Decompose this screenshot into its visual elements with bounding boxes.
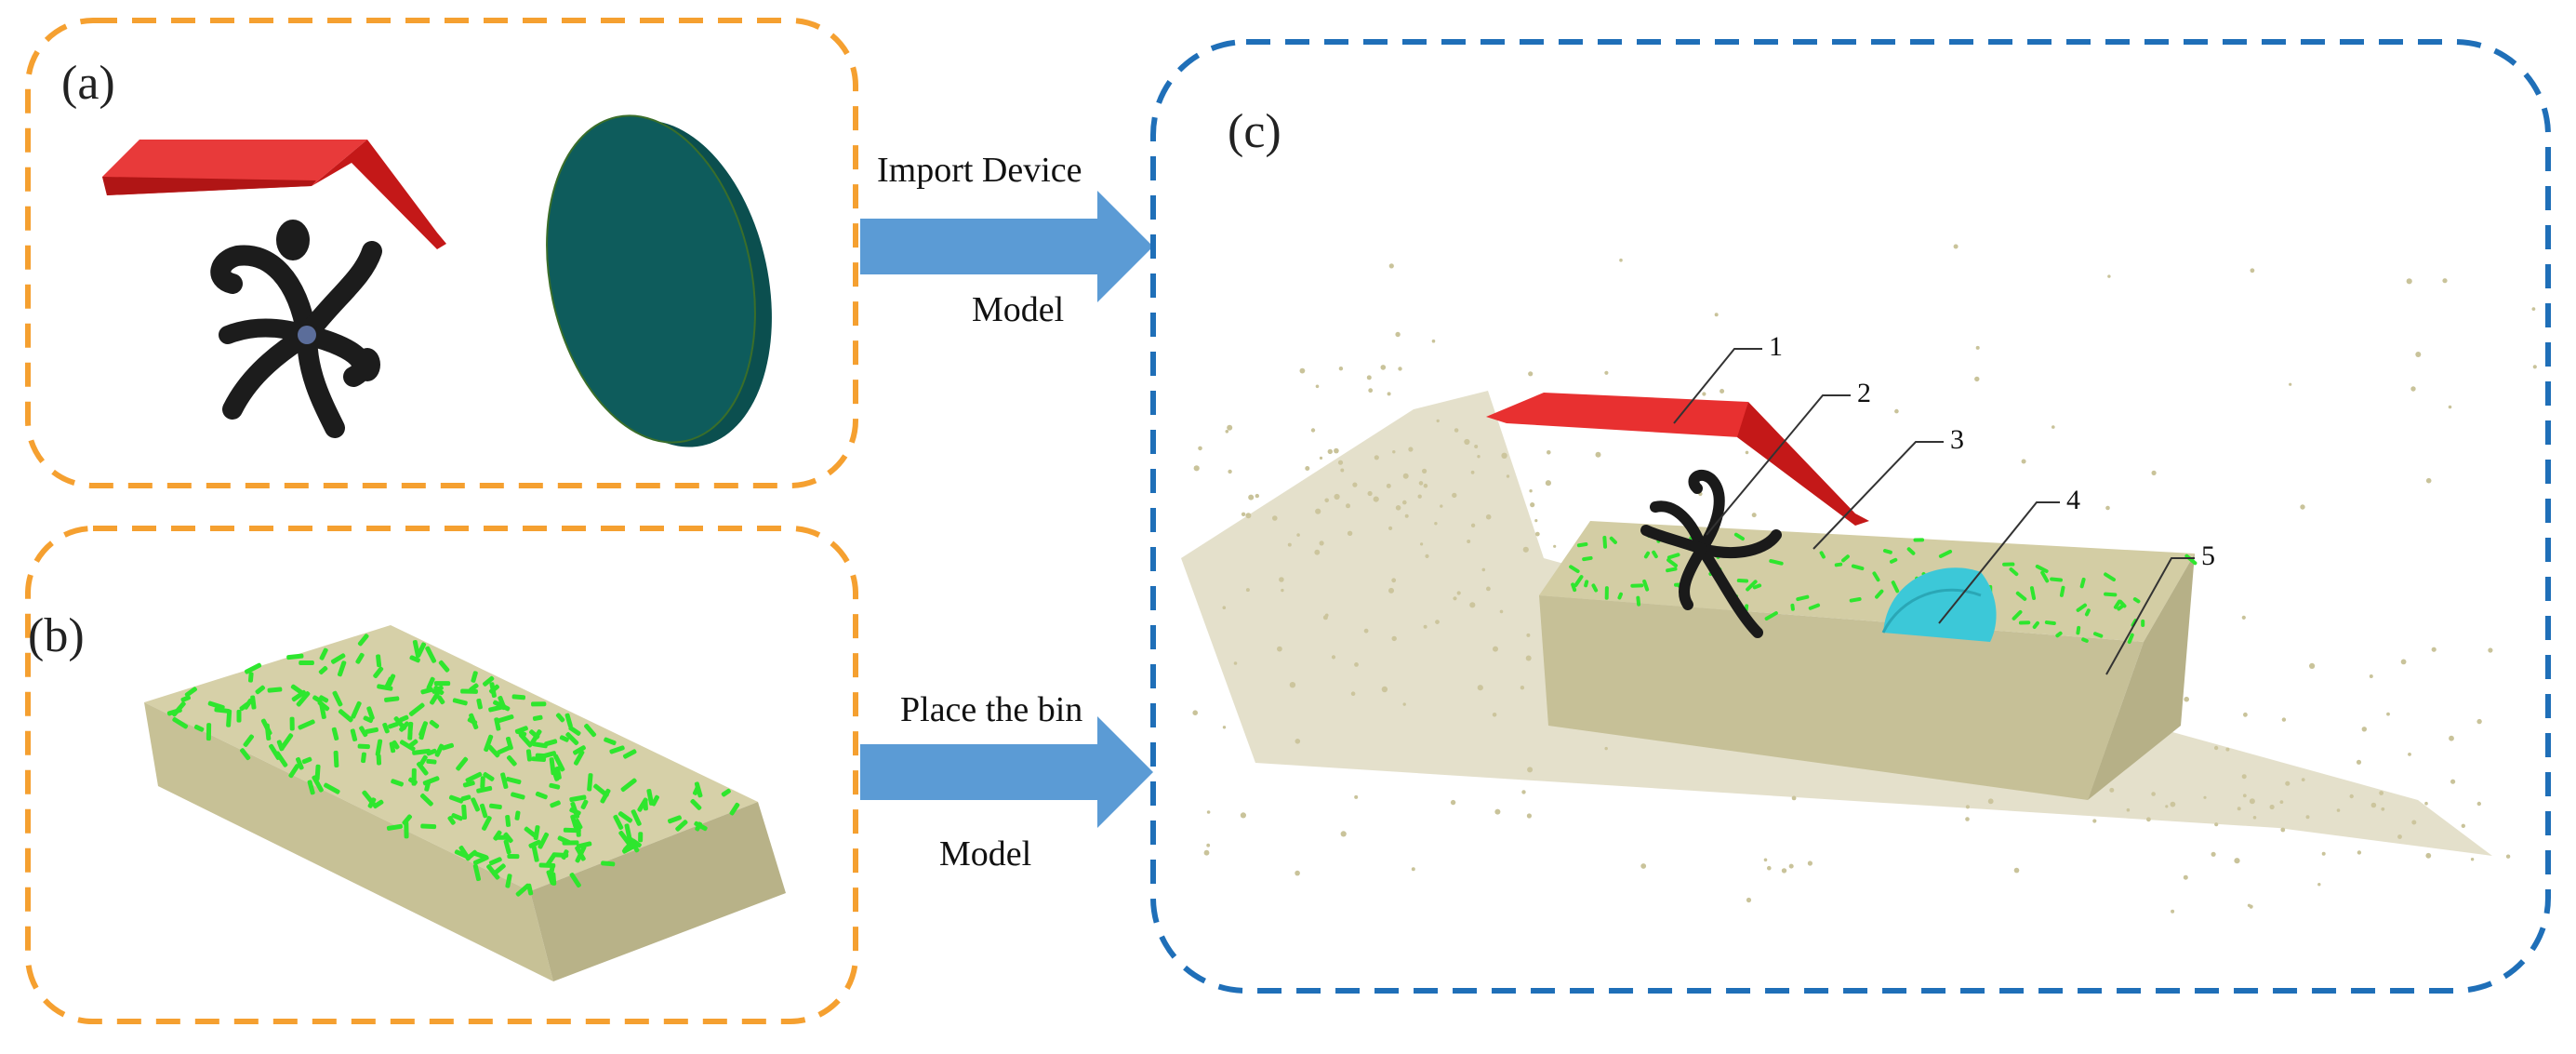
panel-a-label: (a) <box>61 57 115 110</box>
flow-1: Import Device Model <box>860 151 1153 329</box>
disc-icon <box>546 114 772 447</box>
panel-a: (a) <box>25 18 858 488</box>
callout-lines <box>1673 348 2195 675</box>
panel-c: (c) <box>1150 39 2551 994</box>
panel-a-border <box>25 18 858 488</box>
red-cover-icon <box>102 140 446 249</box>
flow-2-bottom-label: Model <box>939 834 1031 874</box>
callout-2: 2 <box>1857 378 1871 408</box>
callout-4: 4 <box>2066 485 2080 515</box>
panel-c-border <box>1150 39 2551 994</box>
red-cover-icon <box>1486 393 1869 526</box>
flow-2-top-label: Place the bin <box>900 690 1082 729</box>
flow-2: Place the bin Model <box>860 690 1153 874</box>
callout-1: 1 <box>1769 331 1783 362</box>
panel-c-label: (c) <box>1228 105 1281 158</box>
callout-5: 5 <box>2201 540 2215 571</box>
panel-b: (b) <box>25 526 858 1024</box>
flow-1-top-label: Import Device <box>877 151 1082 190</box>
rotary-blade-icon <box>210 220 382 438</box>
soil-bin-icon <box>144 625 786 981</box>
flow-1-bottom-label: Model <box>972 290 1064 329</box>
callout-3: 3 <box>1950 424 1964 455</box>
arrow-icon <box>860 191 1153 302</box>
callout-numbers: 1 2 3 4 5 <box>1769 331 2215 571</box>
straw-particles-b <box>166 634 740 897</box>
panel-b-label: (b) <box>28 609 85 662</box>
panel-b-border <box>25 526 858 1024</box>
soil-slope <box>1181 391 2492 856</box>
arrow-icon <box>860 716 1153 828</box>
